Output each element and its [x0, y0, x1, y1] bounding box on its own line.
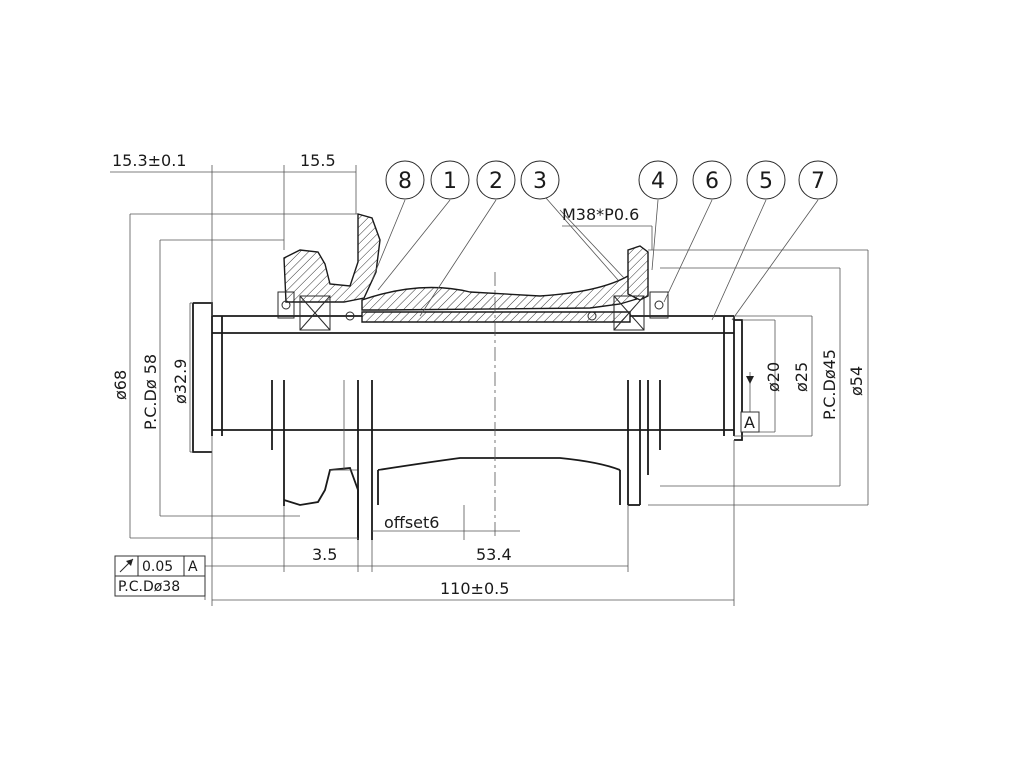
- dimension-labels: 15.3±0.1 15.5 M38*P0.6 ø68 P.C.Dø 58 ø32…: [111, 151, 866, 598]
- tolerance-pcd: P.C.Dø38: [118, 579, 180, 595]
- dim-dia-32-9: ø32.9: [171, 359, 190, 404]
- balloon-1: 1: [443, 169, 457, 194]
- dim-dia-68: ø68: [111, 370, 130, 400]
- offset-label: offset6: [384, 513, 439, 532]
- dim-dia-20: ø20: [764, 362, 783, 392]
- dim-53-4: 53.4: [476, 545, 512, 564]
- dimension-lines: [110, 165, 869, 606]
- dim-pcd-45: P.C.Dø45: [820, 349, 839, 420]
- dim-3-5: 3.5: [312, 545, 337, 564]
- balloon-3: 3: [533, 169, 547, 194]
- balloon-6: 6: [705, 169, 719, 194]
- dim-dia-54: ø54: [847, 366, 866, 396]
- tolerance-frame: 0.05 A P.C.Dø38: [114, 555, 206, 597]
- tolerance-value: 0.05: [142, 559, 173, 575]
- hub-body: [192, 213, 743, 540]
- dim-pcd-58: P.C.Dø 58: [141, 354, 160, 430]
- part-balloons: 8 1 2 3 4 6 5 7: [385, 160, 838, 200]
- dim-15-3: 15.3±0.1: [112, 151, 186, 170]
- balloon-8: 8: [398, 169, 412, 194]
- balloon-4: 4: [651, 169, 665, 194]
- runout-icon: [119, 558, 134, 573]
- tolerance-ref: A: [188, 559, 198, 575]
- dim-overall: 110±0.5: [440, 579, 509, 598]
- balloon-2: 2: [489, 169, 503, 194]
- datum-label: A: [744, 413, 755, 432]
- dim-dia-25: ø25: [792, 362, 811, 392]
- thread-spec: M38*P0.6: [562, 205, 639, 224]
- balloon-5: 5: [759, 169, 773, 194]
- balloon-7: 7: [811, 169, 825, 194]
- dim-15-5: 15.5: [300, 151, 336, 170]
